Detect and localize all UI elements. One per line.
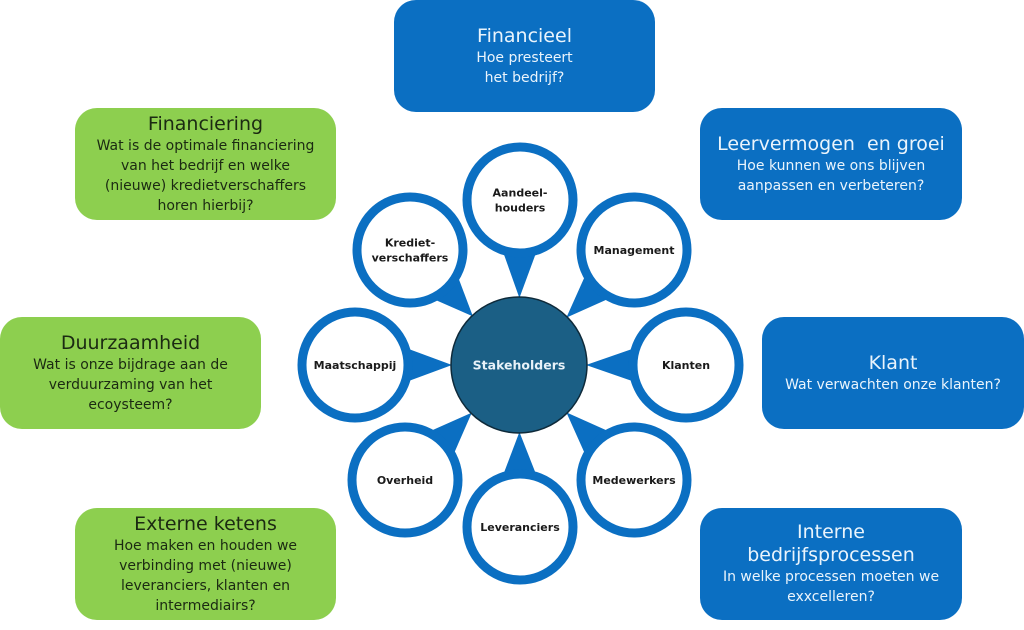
box-question-line: Hoe maken en houden we (113, 537, 298, 554)
stakeholder-ring (352, 192, 468, 308)
box-title: Interne (797, 521, 865, 543)
stakeholder-ring (462, 142, 578, 258)
box-question-line: Hoe kunnen we ons blijven (736, 157, 926, 174)
stakeholder-ring (462, 469, 578, 585)
box-title: Financieel (477, 24, 572, 47)
stakeholder-label: houders (495, 202, 546, 215)
connector-pointer (428, 412, 472, 456)
box-question-line: Wat is onze bijdrage aan de (33, 356, 228, 373)
box-question-line: het bedrijf? (484, 69, 565, 86)
stakeholder-label: Maatschappij (314, 359, 397, 372)
box-question-line: exxcelleren? (787, 589, 875, 605)
stakeholder-node: Klanten (628, 307, 744, 423)
box-title: Duurzaamheid (60, 331, 201, 354)
stakeholder-node: Aandeel-houders (462, 142, 578, 258)
stakeholder-node: Management (576, 192, 692, 308)
box-question-line: Wat is de optimale financiering (96, 137, 315, 154)
connector-pointer (586, 348, 635, 382)
stakeholder-ring (297, 307, 413, 423)
box-question-line: horen hierbij? (157, 197, 254, 214)
stakeholder-node: Maatschappij (297, 307, 413, 423)
box-title: Klant (868, 351, 918, 374)
box-interne-bedrijfsprocessen: Interne bedrijfsprocessen In welke proce… (700, 508, 962, 620)
box-financiering: Financiering Wat is de optimale financie… (75, 108, 336, 220)
box-question-line: intermediairs? (155, 597, 256, 614)
stakeholder-label: Klanten (662, 359, 710, 372)
stakeholder-label: Medewerkers (592, 474, 676, 487)
stakeholder-node: Leveranciers (462, 469, 578, 585)
box-klant: Klant Wat verwachten onze klanten? (762, 317, 1024, 429)
box-leervermogen: Leervermogen en groei Hoe kunnen we ons … (700, 108, 962, 220)
stakeholder-node: Krediet-verschaffers (352, 192, 468, 308)
center-circle (450, 296, 588, 434)
stakeholder-label: Aandeel- (493, 187, 548, 200)
box-title: Leervermogen en groei (717, 132, 945, 155)
stakeholder-ring (347, 422, 463, 538)
stakeholder-node: Medewerkers (576, 422, 692, 538)
center-label: Stakeholders (473, 358, 566, 373)
connector-pointer (566, 412, 610, 456)
box-duurzaamheid: Duurzaamheid Wat is onze bijdrage aan de… (0, 317, 261, 429)
box-title: Financiering (147, 112, 264, 135)
connector-pointer (502, 250, 537, 299)
box-question-line: In welke processen moeten we (722, 569, 940, 585)
center-node: Stakeholders (450, 296, 588, 434)
box-question-line: verduurzaming van het (48, 376, 213, 393)
stakeholder-ring (576, 422, 692, 538)
connector-pointers (406, 250, 635, 477)
box-question-line: Wat verwachten onze klanten? (785, 376, 1001, 393)
stakeholder-ring (628, 307, 744, 423)
stakeholder-label: Krediet- (385, 237, 435, 250)
stakeholder-nodes: Aandeel-houdersManagementKlantenMedewerk… (297, 142, 744, 585)
connector-pointer (566, 274, 610, 318)
connector-pointer (406, 348, 452, 382)
box-externe-ketens: Externe ketens Hoe maken en houden we ve… (75, 508, 336, 620)
box-question-line: van het bedrijf en welke (120, 157, 291, 174)
box-question-line: leveranciers, klanten en (120, 577, 291, 594)
stakeholder-label: Overheid (377, 474, 433, 487)
box-financieel: Financieel Hoe presteert het bedrijf? (394, 0, 655, 112)
stakeholder-label: Leveranciers (480, 521, 560, 534)
connector-pointer (502, 431, 537, 477)
box-question-line: aanpassen en verbeteren? (737, 177, 925, 194)
connector-pointer (432, 275, 473, 317)
box-title: bedrijfsprocessen (747, 544, 915, 566)
stakeholder-node: Overheid (347, 422, 463, 538)
stakeholder-label: Management (594, 244, 675, 257)
stakeholder-ring (576, 192, 692, 308)
box-question-line: (nieuwe) kredietverschaffers (104, 177, 307, 194)
box-question-line: verbinding met (nieuwe) (119, 557, 292, 574)
box-title: Externe ketens (134, 512, 277, 535)
box-question-line: Hoe presteert (476, 49, 573, 66)
box-question-line: ecoysteem? (88, 396, 173, 413)
stakeholder-label: verschaffers (372, 252, 449, 265)
